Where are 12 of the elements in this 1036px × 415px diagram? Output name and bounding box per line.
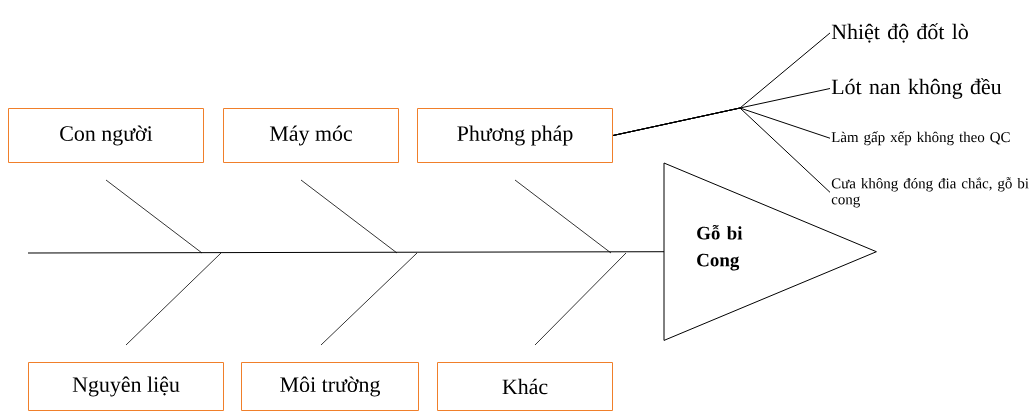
- category-box: Nguyên liệu: [28, 362, 224, 411]
- cause-text: Cưa không đóng đia chắc, gỗ bi cong: [831, 177, 1029, 208]
- category-box: Phương pháp: [417, 108, 613, 163]
- cause-text: Làm gấp xếp không theo QC: [831, 131, 1010, 146]
- cause-text: Lót nan không đều: [831, 78, 1002, 99]
- category-box: Máy móc: [223, 108, 399, 163]
- category-box: Con người: [8, 108, 204, 163]
- branch-line: [612, 107, 831, 193]
- cause-text: Nhiệt độ đốt lò: [831, 23, 968, 43]
- category-box: Khác: [437, 362, 613, 411]
- fishbone-spine: [27, 251, 665, 254]
- category-box: Môi trường: [241, 362, 419, 411]
